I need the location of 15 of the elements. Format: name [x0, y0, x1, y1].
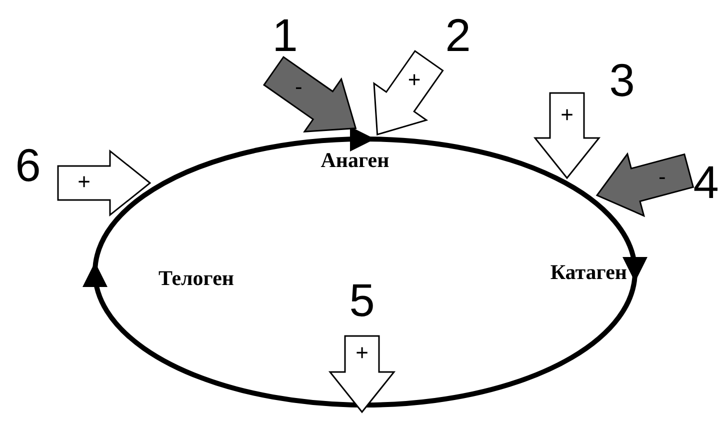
callout-number: 1	[272, 11, 298, 59]
callout-number: 5	[349, 276, 375, 324]
callout-number: 4	[693, 158, 719, 206]
stage-label: Катаген	[466, 252, 627, 292]
callout-number: 3	[609, 56, 635, 104]
callout-number: 2	[445, 11, 471, 59]
sign-label: +	[560, 102, 574, 126]
sign-label: -	[294, 74, 304, 99]
sign-label: +	[354, 341, 370, 365]
stage-label: Телоген	[94, 264, 234, 292]
stage-label: Анаген	[318, 139, 392, 173]
sign-label: +	[76, 170, 92, 194]
sign-label: +	[406, 68, 422, 92]
callout-number: 6	[15, 141, 41, 189]
sign-label: -	[658, 164, 667, 189]
